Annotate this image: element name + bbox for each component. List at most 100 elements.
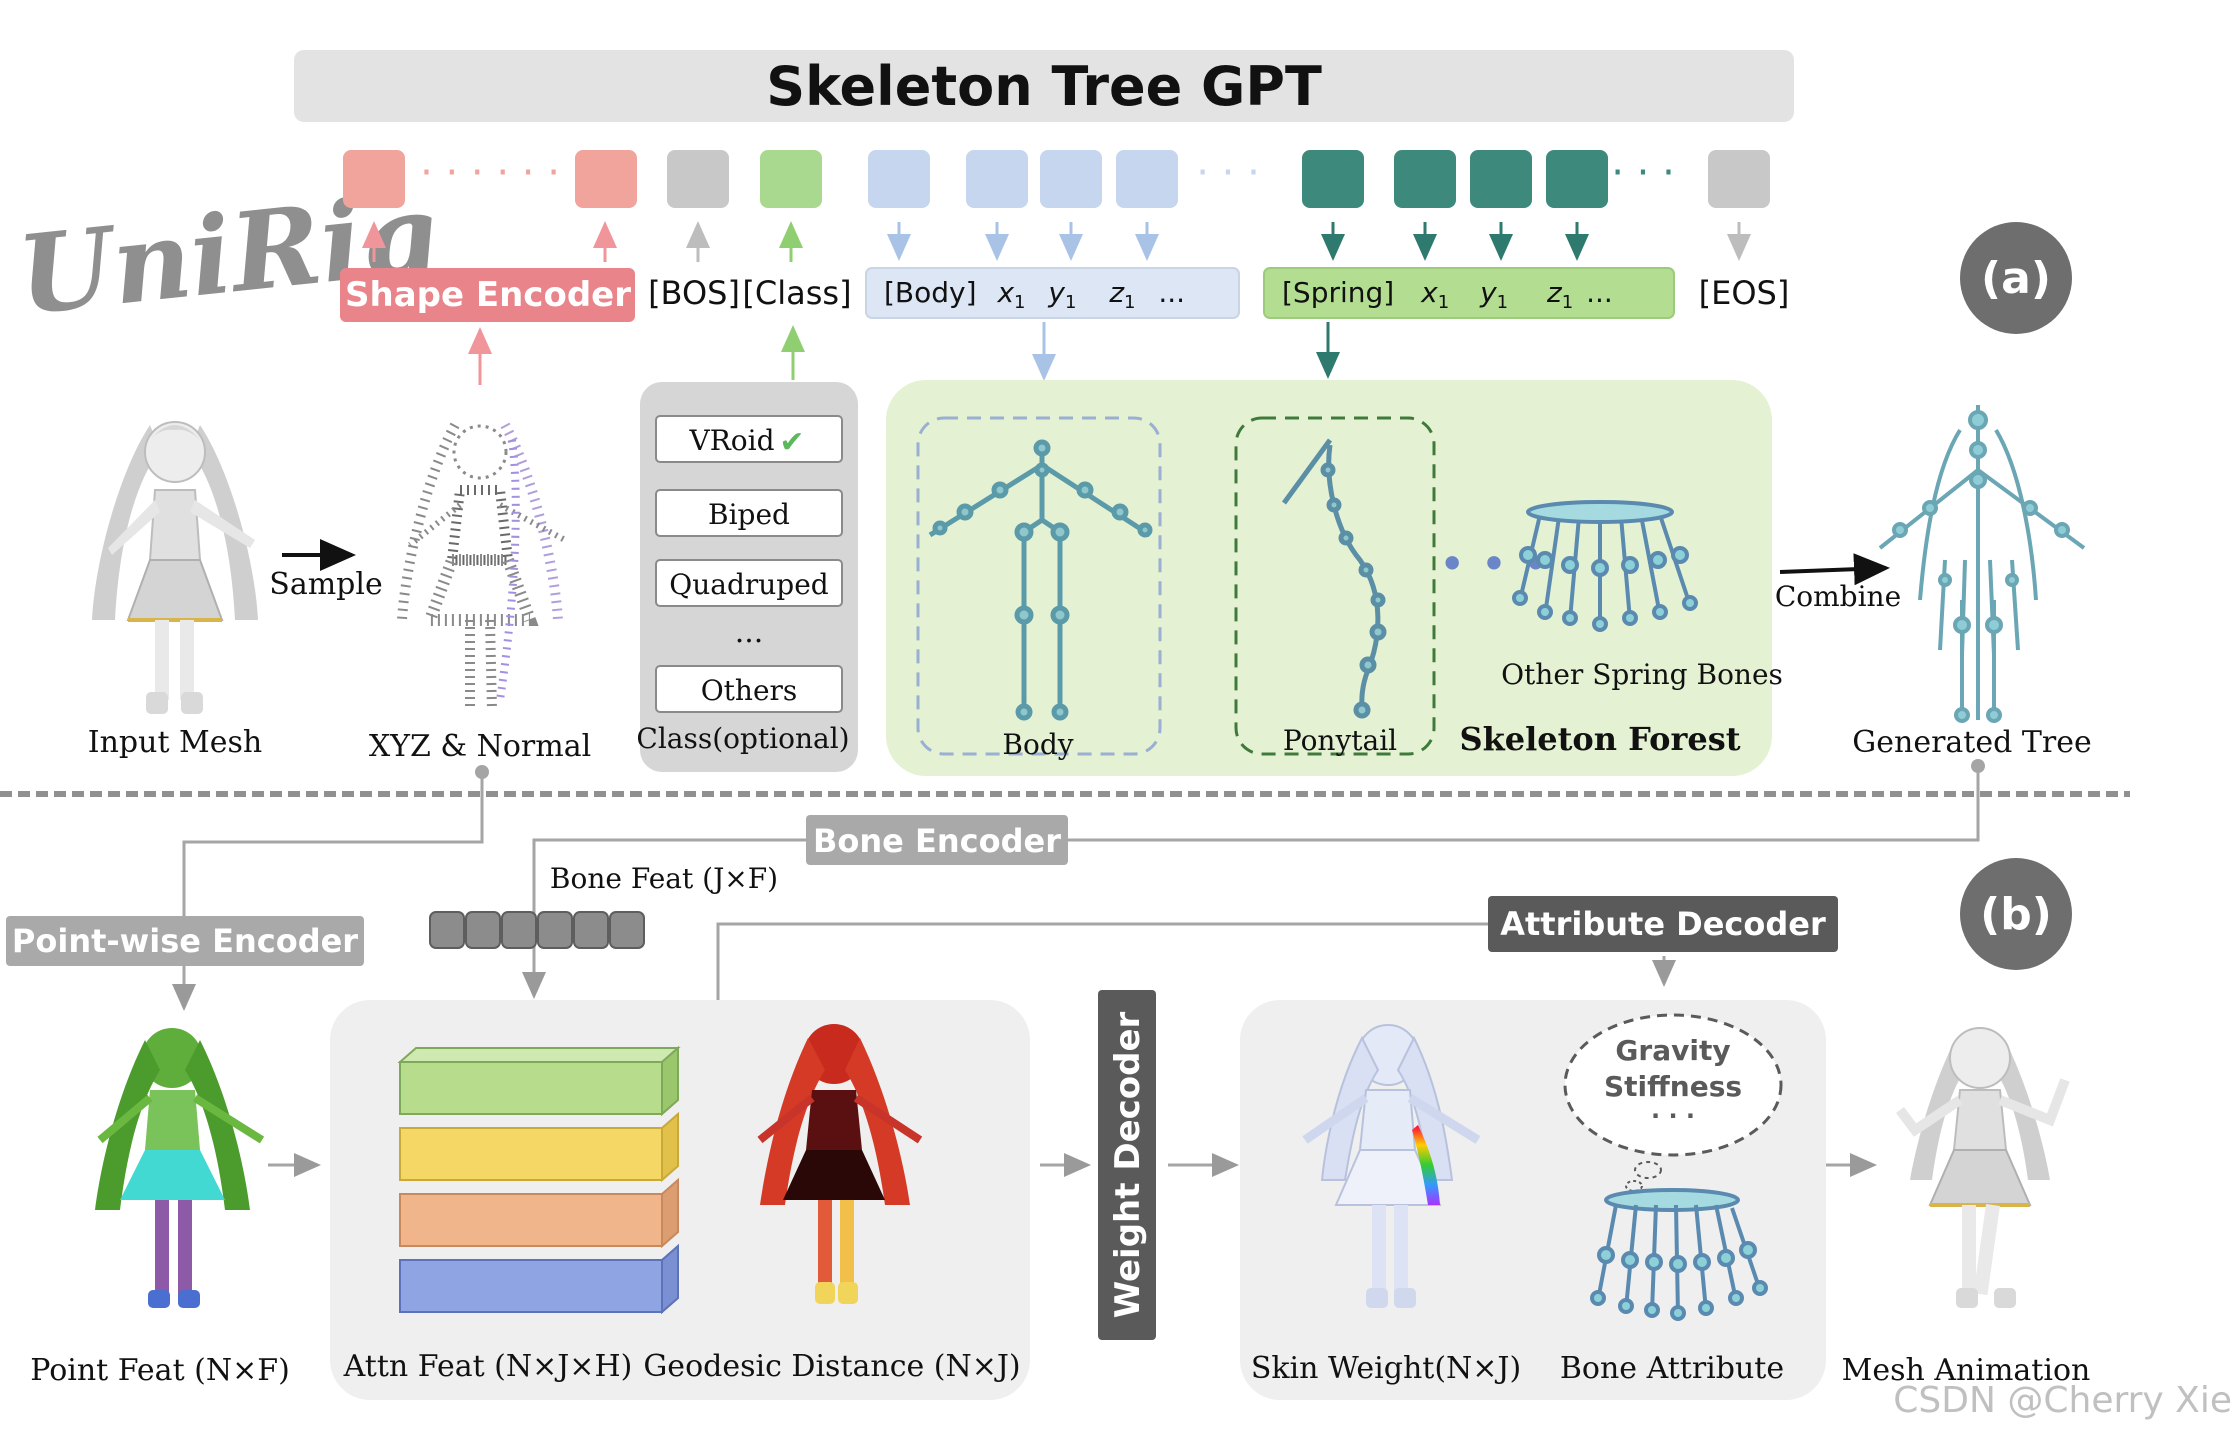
class-option-quadruped[interactable]: Quadruped bbox=[655, 559, 843, 607]
token-ellipsis: · · · · · · bbox=[420, 150, 560, 196]
point-feat-figure bbox=[95, 1028, 265, 1308]
xyz-normal-pointcloud bbox=[397, 422, 567, 711]
stiffness-label: Stiffness bbox=[1604, 1070, 1742, 1103]
input-mesh-label: Input Mesh bbox=[88, 725, 262, 760]
bone-attribute-label: Bone Attribute bbox=[1560, 1351, 1784, 1386]
spring-ellipsis: ... bbox=[1586, 276, 1613, 309]
class-option-vroid[interactable]: VRoid ✔ bbox=[655, 415, 843, 463]
attribute-decoder-box bbox=[1488, 896, 1838, 952]
geodesic-label: Geodesic Distance (N×J) bbox=[643, 1349, 1020, 1384]
panel-b-badge bbox=[1960, 858, 2072, 970]
weight-decoder-box bbox=[1098, 990, 1156, 1340]
spring-token bbox=[1470, 150, 1532, 208]
bone-feat-label: Bone Feat (J×F) bbox=[550, 862, 778, 895]
title-bar bbox=[294, 50, 1794, 122]
panel-b-label: (b) bbox=[1980, 889, 2052, 940]
body-label: Body bbox=[1002, 728, 1073, 761]
point-encoder-box bbox=[6, 916, 364, 966]
bos-label: [BOS] bbox=[648, 274, 740, 312]
spring-sequence-bar bbox=[1263, 267, 1675, 319]
point-feat-label: Point Feat (N×F) bbox=[30, 1353, 290, 1388]
spring-x-sub: 1 bbox=[1438, 292, 1449, 313]
panel-a-badge bbox=[1960, 222, 2072, 334]
attn-layer-yellow bbox=[399, 1111, 679, 1183]
body-token bbox=[1040, 150, 1102, 208]
class-quadruped-label: Quadruped bbox=[669, 568, 829, 601]
bos-token bbox=[667, 150, 729, 208]
bone-feat-tokens bbox=[429, 911, 645, 949]
shape-encoder-label: Shape Encoder bbox=[345, 275, 631, 315]
mesh-animation-label: Mesh Animation bbox=[1842, 1353, 2091, 1388]
ponytail-box bbox=[1234, 416, 1436, 756]
body-x-sub: 1 bbox=[1014, 292, 1025, 313]
eos-token bbox=[1708, 150, 1770, 208]
vroid-check-icon: ✔ bbox=[779, 425, 804, 460]
spring-token bbox=[1546, 150, 1608, 208]
attribute-thought-bubble bbox=[1563, 1013, 1783, 1192]
geodesic-figure bbox=[757, 1024, 923, 1304]
spring-token bbox=[1394, 150, 1456, 208]
ponytail-skeleton bbox=[1281, 438, 1387, 719]
body-z: z bbox=[1108, 276, 1125, 309]
attn-feat-label: Attn Feat (N×J×H) bbox=[343, 1349, 633, 1384]
class-biped-label: Biped bbox=[708, 498, 790, 531]
bone-encoder-label: Bone Encoder bbox=[813, 822, 1061, 860]
connector-node bbox=[1971, 759, 1985, 773]
generated-tree-label: Generated Tree bbox=[1852, 725, 2091, 760]
shape-token bbox=[343, 150, 405, 208]
weight-decoder-label: Weight Decoder bbox=[1108, 1011, 1148, 1318]
skin-weight-label: Skin Weight(N×J) bbox=[1251, 1351, 1521, 1386]
body-sequence-text: [Body] x1 y1 z1 ... bbox=[884, 276, 1185, 315]
class-vroid-label: VRoid bbox=[688, 424, 774, 457]
body-token bbox=[966, 150, 1028, 208]
sample-label: Sample bbox=[269, 567, 382, 602]
attn-layer-blue bbox=[399, 1243, 679, 1315]
body-x: x bbox=[996, 276, 1014, 309]
xyz-normal-label: XYZ & Normal bbox=[369, 729, 591, 764]
mesh-animation-figure bbox=[1896, 1027, 2070, 1308]
spring-sequence-text: [Spring] x1 y1 z1 ... bbox=[1282, 276, 1613, 315]
gravity-label: Gravity bbox=[1615, 1034, 1730, 1067]
body-skeleton bbox=[928, 439, 1153, 721]
combine-arrow bbox=[1779, 553, 1890, 586]
body-ellipsis: ... bbox=[1158, 276, 1185, 309]
class-others-label: Others bbox=[701, 674, 798, 707]
input-mesh-figure bbox=[92, 421, 258, 714]
skeleton-forest-label: Skeleton Forest bbox=[1459, 720, 1740, 758]
body-skeleton-box bbox=[916, 416, 1162, 756]
class-ellipsis: ... bbox=[735, 615, 764, 650]
body-token bbox=[1116, 150, 1178, 208]
combine-label: Combine bbox=[1775, 580, 1901, 613]
connector-node bbox=[475, 765, 489, 779]
class-token bbox=[760, 150, 822, 208]
body-token bbox=[868, 150, 930, 208]
body-y-sub: 1 bbox=[1065, 292, 1076, 313]
diagram-title: Skeleton Tree GPT bbox=[766, 55, 1322, 118]
attn-layer-orange bbox=[399, 1177, 679, 1249]
token-ellipsis: · · · bbox=[1611, 150, 1675, 196]
attribute-decoder-label: Attribute Decoder bbox=[1500, 905, 1826, 943]
token-ellipsis: · · · bbox=[1196, 150, 1260, 196]
class-option-others[interactable]: Others bbox=[655, 665, 843, 713]
spring-z-sub: 1 bbox=[1562, 292, 1573, 313]
ponytail-label: Ponytail bbox=[1283, 724, 1397, 757]
spring-y-sub: 1 bbox=[1497, 292, 1508, 313]
other-spring-bones bbox=[1512, 500, 1698, 632]
spring-x: x bbox=[1420, 276, 1438, 309]
class-caption: Class(optional) bbox=[636, 722, 849, 755]
panel-a-label: (a) bbox=[1981, 253, 2051, 304]
shape-token bbox=[575, 150, 637, 208]
class-option-biped[interactable]: Biped bbox=[655, 489, 843, 537]
spring-head: [Spring] bbox=[1282, 276, 1394, 309]
point-encoder-label: Point-wise Encoder bbox=[12, 922, 358, 960]
spring-token bbox=[1302, 150, 1364, 208]
spring-z: z bbox=[1546, 276, 1563, 309]
watermark: CSDN @Cherry Xie bbox=[1893, 1380, 2232, 1421]
shape-encoder-box bbox=[340, 268, 635, 322]
other-spring-label: Other Spring Bones bbox=[1501, 658, 1783, 691]
skeleton-forest-panel bbox=[886, 380, 1772, 776]
generated-tree bbox=[1878, 405, 2086, 723]
token-row: · · · · · · · · · · · · bbox=[343, 150, 1770, 208]
class-label: [Class] bbox=[742, 274, 851, 312]
